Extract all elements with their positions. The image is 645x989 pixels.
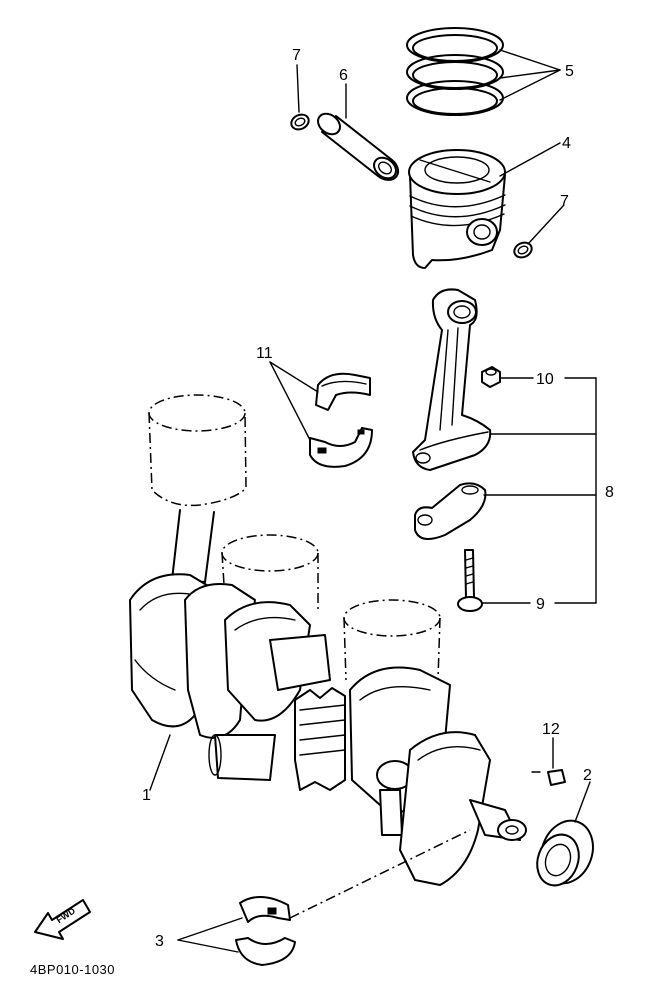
callout-9: 9 [536, 596, 545, 613]
rod-cap [414, 482, 487, 540]
callout-5: 5 [565, 63, 574, 80]
callout-6: 6 [339, 67, 348, 84]
woodruff-key [531, 769, 566, 786]
bearing-upper-11 [315, 372, 371, 411]
rod-bolt [457, 549, 483, 612]
callout-1: 1 [142, 787, 151, 804]
callout-3: 3 [155, 933, 164, 950]
leader-lines [149, 49, 597, 953]
callout-7-left: 7 [292, 47, 301, 64]
callout-11: 11 [256, 345, 273, 362]
callout-8: 8 [605, 484, 614, 501]
callout-7-right: 7 [560, 193, 569, 210]
forward-arrow-icon: FWD [34, 899, 91, 940]
rod-nut [481, 366, 501, 388]
callout-4: 4 [562, 135, 571, 152]
main-bearings-3 [235, 896, 296, 966]
piston [408, 149, 506, 269]
circlip-right [513, 241, 533, 259]
connecting-rod [412, 288, 492, 471]
crankshaft [129, 573, 527, 886]
diagram-code: 4BP010-1030 [30, 962, 115, 977]
piston-pin [317, 112, 400, 181]
piston-rings [406, 27, 504, 116]
oil-seal [536, 819, 594, 887]
callout-2: 2 [583, 767, 592, 784]
callout-12: 12 [542, 721, 560, 738]
bearing-lower-11 [309, 427, 373, 468]
circlip-left [290, 113, 310, 131]
callout-10: 10 [536, 371, 554, 388]
